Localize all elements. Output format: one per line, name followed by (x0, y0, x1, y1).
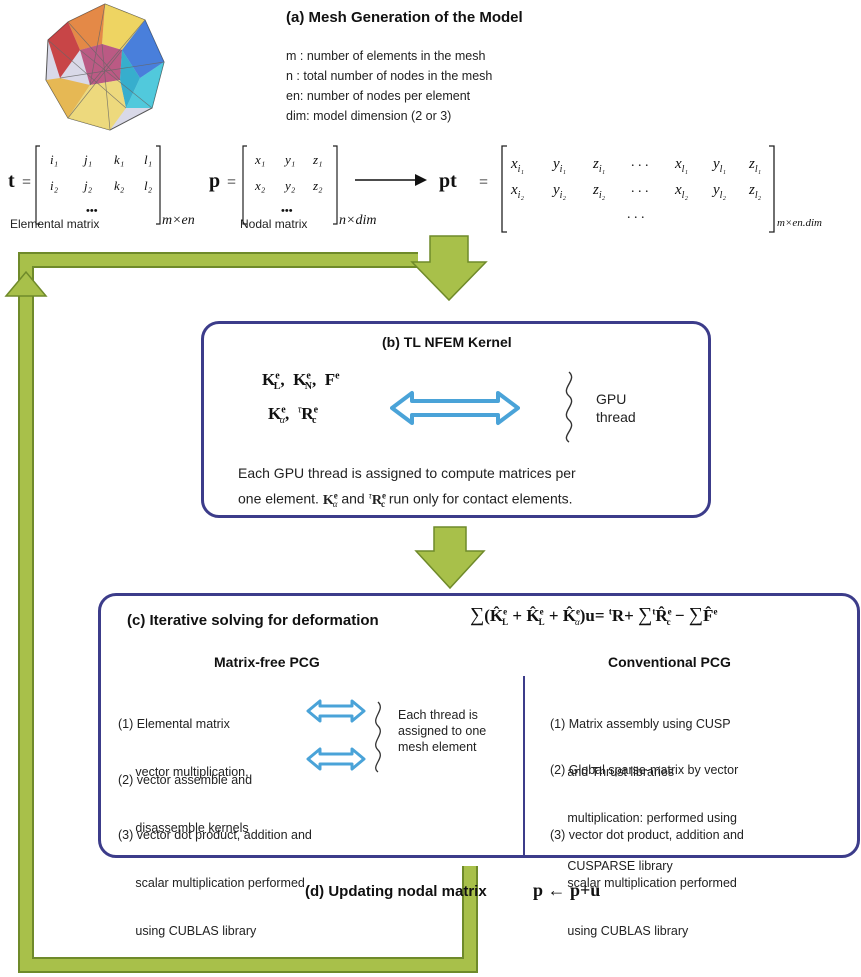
pt-ellipsis-3: . . . (627, 207, 645, 222)
gpu-thread-label: GPU thread (596, 390, 636, 426)
svg-text:j₁: j₁ (82, 152, 92, 167)
matrix-free-item-1: (1) Elemental matrix vector multiplicati… (118, 717, 249, 779)
nodal-caption: Nodal matrix (240, 217, 308, 231)
svg-text:z₁: z₁ (312, 152, 323, 167)
double-arrow-icon (306, 699, 366, 723)
svg-text:j₂: j₂ (82, 178, 93, 193)
mesh-polyhedron-icon (45, 3, 165, 131)
svg-text:k₂: k₂ (114, 178, 125, 193)
svg-text:k₁: k₁ (114, 152, 124, 167)
pt-ellipsis-2: . . . (631, 181, 649, 196)
t-subscript: m×en (162, 213, 195, 228)
conventional-item-2: (2) Global sparse-matrix by vector multi… (550, 763, 739, 873)
svg-text:y₁: y₁ (283, 152, 295, 167)
elemental-caption: Elemental matrix (10, 217, 100, 231)
definition-dim: dim: model dimension (2 or 3) (286, 109, 452, 123)
section-c-title: (c) Iterative solving for deformation (127, 612, 379, 629)
svg-text:i₁: i₁ (50, 152, 58, 167)
pcg-divider (523, 676, 525, 858)
double-arrow-icon (390, 391, 520, 425)
kernel-desc-line1: Each GPU thread is assigned to compute m… (238, 465, 576, 481)
elemental-matrix: t = i₁ j₁ k₁ l₁ i₂ j₂ k₂ l₂ ••• m×en (8, 145, 195, 228)
wavy-thread-icon (565, 371, 573, 443)
matrix-free-item-2: (2) vector assemble and disassemble kern… (118, 773, 253, 835)
kernel-description: Each GPU thread is assigned to compute m… (238, 462, 576, 515)
p-symbol: p (209, 170, 220, 192)
svg-text:z₂: z₂ (312, 178, 323, 193)
svg-text:x₂: x₂ (254, 178, 266, 193)
wavy-thread-icon (375, 701, 381, 773)
tl-nfem-kernel-box (201, 321, 711, 518)
pt-matrix: pt = xi₁ yi₁ zi₁ xl₁ yl₁ zl₁ xi₂ yi₂ zi₂… (439, 145, 822, 233)
pt-subscript: m×en.dim (777, 217, 822, 229)
thread-note: Each thread is assigned to one mesh elem… (398, 708, 487, 754)
nodal-matrix: p = x₁ y₁ z₁ x₂ y₂ z₂ ••• n×dim (209, 145, 376, 228)
p-subscript: n×dim (339, 213, 376, 228)
conventional-item-3: (3) vector dot product, addition and sca… (550, 828, 744, 938)
iterative-solving-box (98, 593, 860, 858)
svg-text:y₂: y₂ (283, 178, 296, 193)
solve-equation: ∑(K̂eL + K̂eL + K̂eα)u= tR+ ∑tR̂ec − ∑F̂… (470, 604, 718, 628)
gpu-label: GPU (596, 391, 627, 407)
definition-n: n : total number of nodes in the mesh (286, 69, 493, 83)
svg-text:l₂: l₂ (144, 178, 153, 193)
definition-en: en: number of nodes per element (286, 89, 471, 103)
svg-text:i₂: i₂ (50, 178, 59, 193)
double-arrow-icon (306, 747, 366, 771)
kernel-desc-line2: one element. Keα and τRec run only for c… (238, 490, 573, 510)
section-b-title: (b) TL NFEM Kernel (382, 334, 512, 350)
svg-text:=: = (22, 174, 31, 191)
kernel-matrices-line1: KeL, KeN, Fe (262, 370, 340, 393)
svg-text:=: = (227, 174, 236, 191)
update-equation: p ← p+u (533, 880, 601, 900)
kernel-matrices-line2: Keα, τRec (268, 404, 319, 427)
svg-text:=: = (479, 174, 488, 191)
definition-m: m : number of elements in the mesh (286, 49, 486, 63)
section-a-title: (a) Mesh Generation of the Model (286, 9, 523, 26)
matrix-free-heading: Matrix-free PCG (214, 654, 320, 670)
svg-text:x₁: x₁ (254, 152, 265, 167)
conventional-heading: Conventional PCG (608, 654, 731, 670)
matrix-free-item-3: (3) vector dot product, addition and sca… (118, 828, 312, 938)
pt-ellipsis-1: . . . (631, 155, 649, 170)
conventional-item-1: (1) Matrix assembly using CUSP and Thrus… (550, 717, 731, 779)
p-dots: ••• (281, 205, 293, 217)
pt-symbol: pt (439, 170, 457, 192)
t-dots: ••• (86, 205, 98, 217)
mapping-arrow-icon (355, 174, 427, 186)
thread-label: thread (596, 409, 636, 425)
svg-text:l₁: l₁ (144, 152, 152, 167)
section-d-title: (d) Updating nodal matrix (305, 883, 487, 900)
definition-list: m : number of elements in the mesh n : t… (286, 46, 492, 126)
t-symbol: t (8, 170, 15, 192)
